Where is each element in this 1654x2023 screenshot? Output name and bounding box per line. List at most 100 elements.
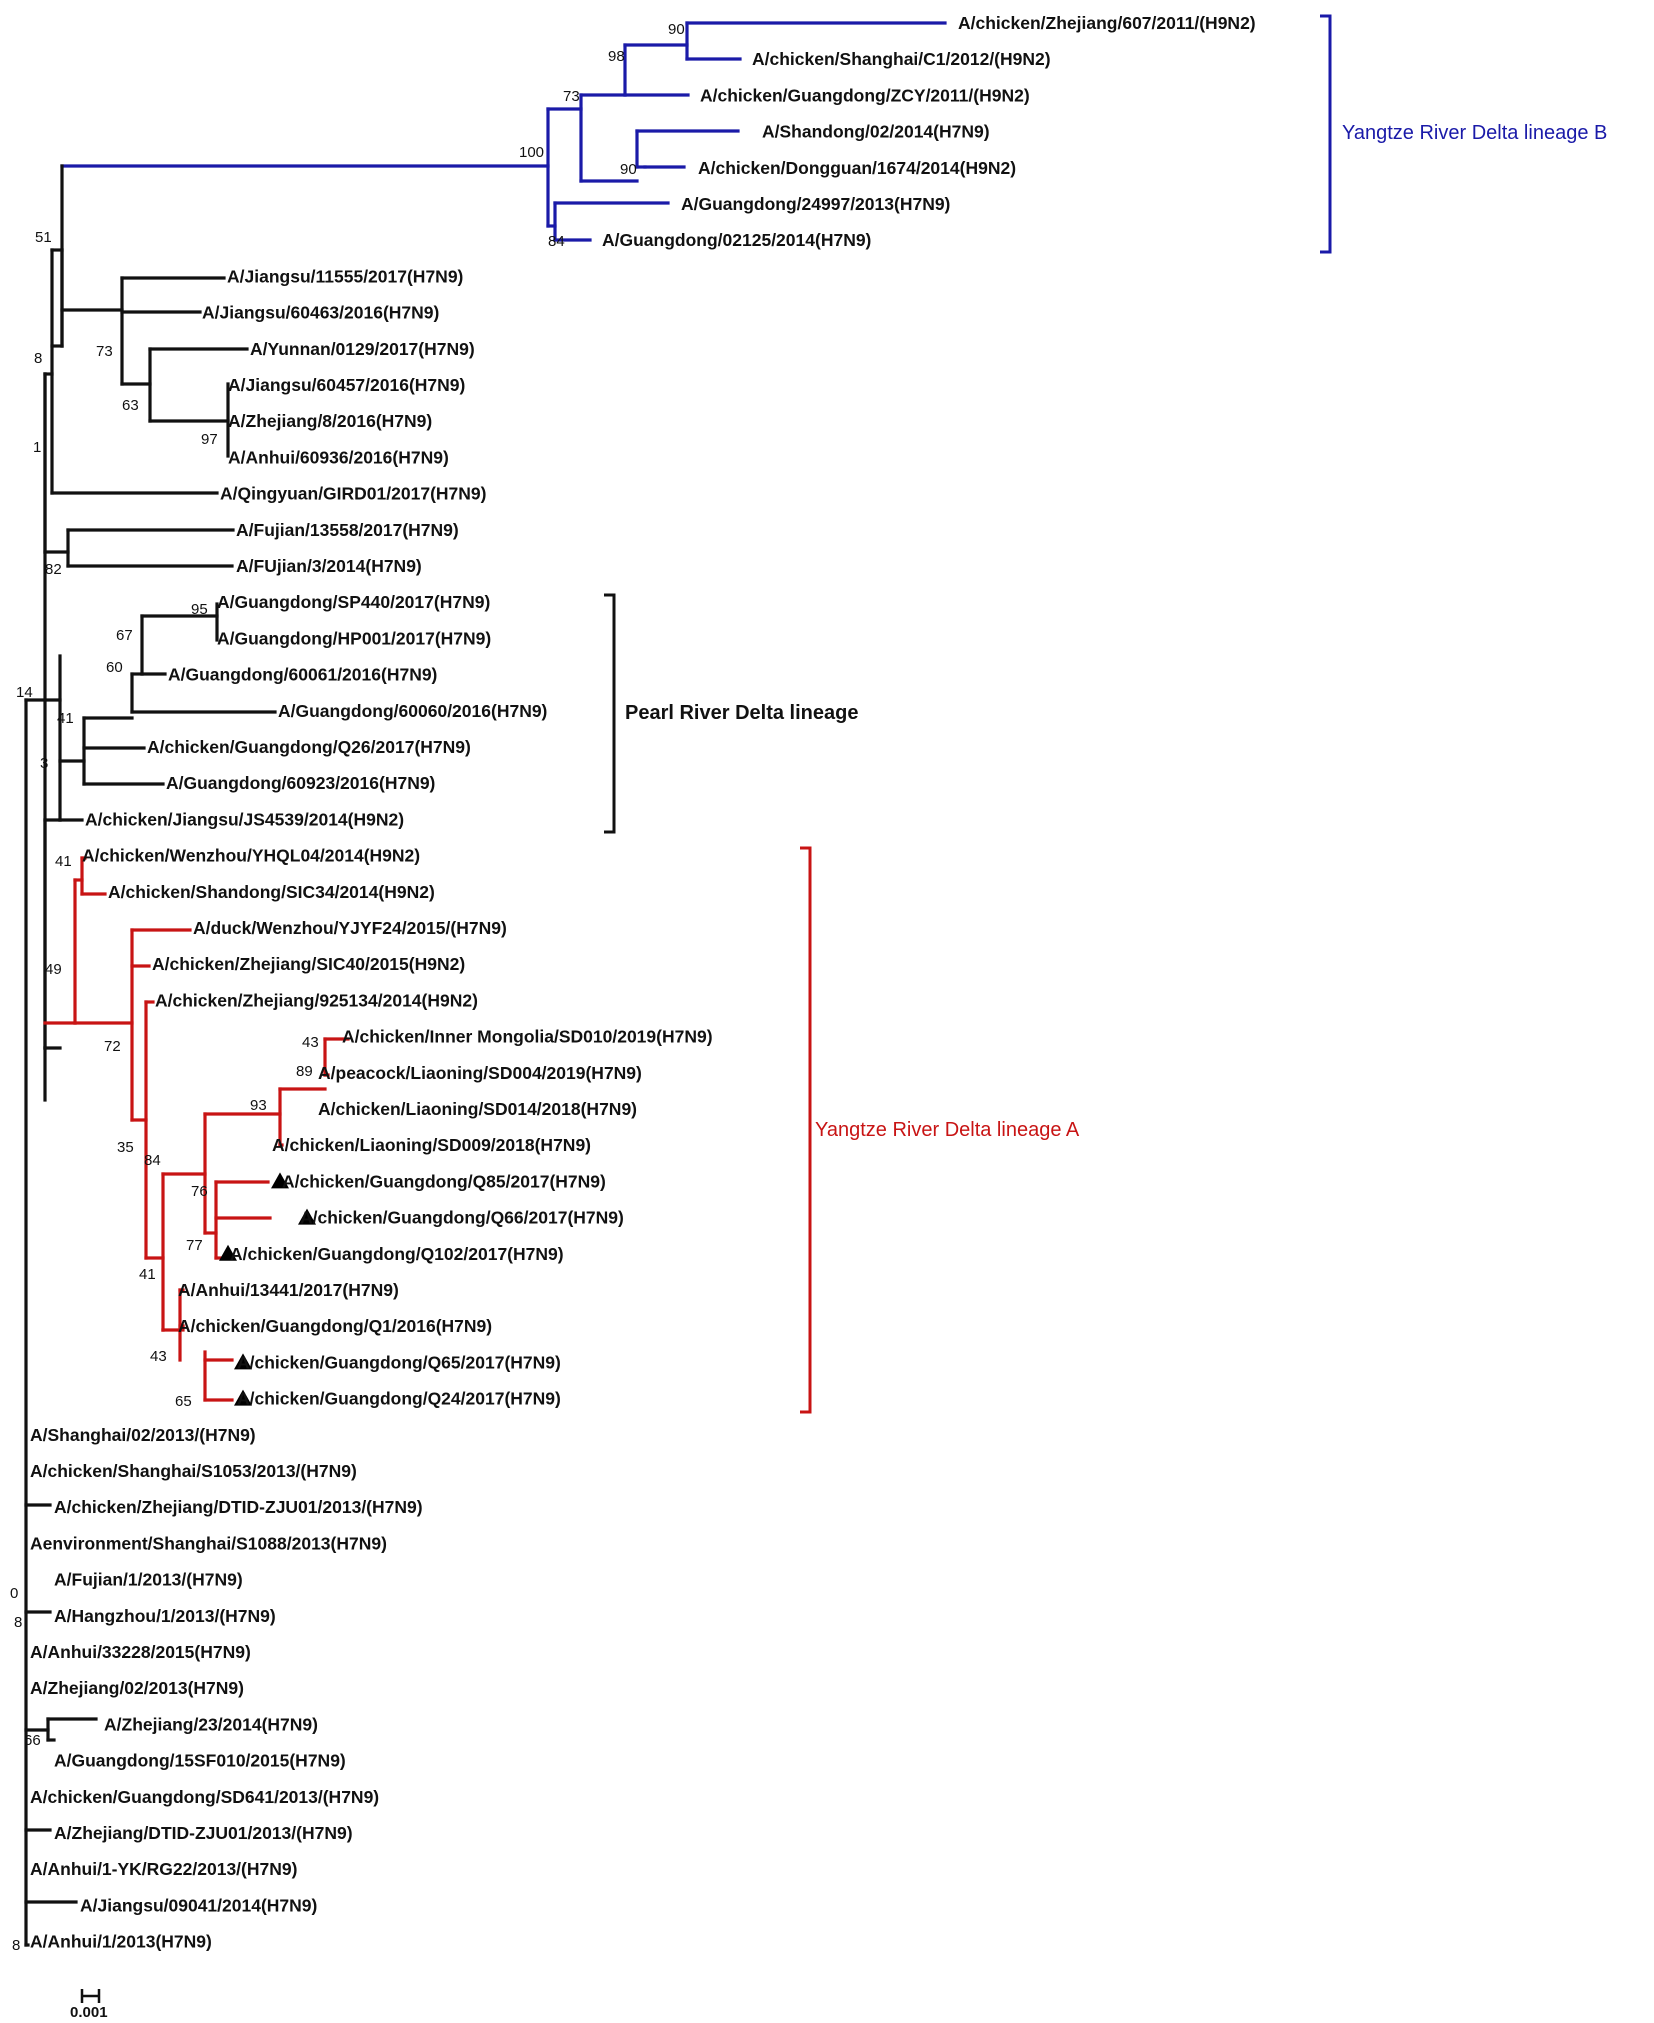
bootstrap-value: 1 <box>33 439 41 456</box>
clade-bracket-lineage-b: Yangtze River Delta lineage B <box>1320 14 1607 254</box>
leaf-label: A/Zhejiang/DTID-ZJU01/2013/(H7N9) <box>54 1823 353 1843</box>
leaf-label: A/Yunnan/0129/2017(H7N9) <box>250 339 475 359</box>
leaf-label: A/chicken/Guangdong/Q65/2017(H7N9) <box>237 1352 561 1372</box>
sample-markers <box>219 1172 316 1406</box>
tree-branches <box>24 21 947 1947</box>
leaf-label: A/Jiangsu/60457/2016(H7N9) <box>228 375 465 395</box>
bootstrap-value: 60 <box>106 659 123 676</box>
leaf-label: A/Guangdong/24997/2013(H7N9) <box>681 194 950 214</box>
bootstrap-value: 63 <box>122 397 139 414</box>
bootstrap-value: 8 <box>14 1614 22 1631</box>
leaf-label: A/duck/Wenzhou/YJYF24/2015/(H7N9) <box>193 918 507 938</box>
triangle-marker-icon <box>234 1353 252 1370</box>
leaf-label: A/chicken/Guangdong/Q66/2017(H7N9) <box>300 1208 624 1228</box>
leaf-label: A/Guangdong/15SF010/2015(H7N9) <box>54 1751 346 1771</box>
bootstrap-value: 41 <box>55 853 72 870</box>
leaf-label: A/Jiangsu/09041/2014(H7N9) <box>80 1895 317 1915</box>
leaf-label: A/Anhui/13441/2017(H7N9) <box>178 1280 399 1300</box>
leaf-label: A/chicken/Dongguan/1674/2014(H9N2) <box>698 158 1016 178</box>
bootstrap-value: 41 <box>57 710 74 727</box>
leaf-label: A/Anhui/1/2013(H7N9) <box>30 1932 212 1952</box>
bootstrap-value: 49 <box>45 961 62 978</box>
bootstrap-value: 67 <box>116 627 133 644</box>
leaf-labels: A/chicken/Zhejiang/607/2011/(H9N2)A/chic… <box>30 13 1256 1952</box>
leaf-label: A/Guangdong/60060/2016(H7N9) <box>278 701 547 721</box>
bootstrap-value: 14 <box>16 684 33 701</box>
leaf-label: A/Jiangsu/11555/2017(H7N9) <box>227 266 463 286</box>
bootstrap-value: 100 <box>519 144 544 161</box>
leaf-label: A/chicken/Zhejiang/925134/2014(H9N2) <box>155 990 478 1010</box>
leaf-label: A/Guangdong/SP440/2017(H7N9) <box>217 592 490 612</box>
leaf-label: A/chicken/Guangdong/ZCY/2011/(H9N2) <box>700 85 1030 105</box>
clade-label-lineage-b: Yangtze River Delta lineage B <box>1342 122 1607 144</box>
bootstrap-value: 3 <box>40 755 48 772</box>
leaf-label: A/chicken/Shanghai/C1/2012/(H9N2) <box>752 49 1051 69</box>
triangle-marker-icon <box>271 1172 289 1189</box>
bootstrap-value: 0 <box>10 1585 18 1602</box>
leaf-label: A/chicken/Liaoning/SD014/2018(H7N9) <box>318 1099 637 1119</box>
bootstrap-value: 76 <box>191 1183 208 1200</box>
bootstrap-value: 43 <box>150 1348 167 1365</box>
bootstrap-value: 51 <box>35 229 52 246</box>
bootstrap-value: 35 <box>117 1139 134 1156</box>
triangle-marker-icon <box>298 1208 316 1225</box>
bootstrap-value: 77 <box>186 1237 203 1254</box>
bootstrap-value: 82 <box>45 561 62 578</box>
leaf-label: A/Zhejiang/23/2014(H7N9) <box>104 1714 318 1734</box>
leaf-label: A/Anhui/1-YK/RG22/2013/(H7N9) <box>30 1859 297 1879</box>
leaf-label: A/chicken/Liaoning/SD009/2018(H7N9) <box>272 1135 591 1155</box>
bootstrap-value: 8 <box>12 1937 20 1954</box>
leaf-label: A/Zhejiang/8/2016(H7N9) <box>228 411 432 431</box>
leaf-label: A/chicken/Inner Mongolia/SD010/2019(H7N9… <box>342 1027 713 1047</box>
bootstrap-value: 72 <box>104 1038 121 1055</box>
leaf-label: A/Guangdong/HP001/2017(H7N9) <box>217 628 491 648</box>
triangle-marker-icon <box>219 1244 237 1261</box>
leaf-label: A/Zhejiang/02/2013(H7N9) <box>30 1678 244 1698</box>
leaf-label: A/Guangdong/02125/2014(H7N9) <box>602 230 871 250</box>
leaf-label: A/Shanghai/02/2013/(H7N9) <box>30 1425 256 1445</box>
leaf-label: A/Anhui/60936/2016(H7N9) <box>228 447 449 467</box>
bootstrap-value: 65 <box>175 1393 192 1410</box>
bootstrap-value: 93 <box>250 1097 267 1114</box>
bootstrap-value: 95 <box>191 601 208 618</box>
bootstrap-value: 73 <box>563 88 580 105</box>
leaf-label: A/peacock/Liaoning/SD004/2019(H7N9) <box>318 1063 642 1083</box>
leaf-label: A/Jiangsu/60463/2016(H7N9) <box>202 303 439 323</box>
leaf-label: A/Fujian/1/2013/(H7N9) <box>54 1570 243 1590</box>
leaf-label: Aenvironment/Shanghai/S1088/2013(H7N9) <box>30 1533 387 1553</box>
leaf-label: A/chicken/Guangdong/Q26/2017(H7N9) <box>147 737 471 757</box>
clade-label-lineage-a: Yangtze River Delta lineage A <box>815 1119 1080 1141</box>
scale-bar-label: 0.001 <box>70 2004 108 2021</box>
leaf-label: A/chicken/Zhejiang/SIC40/2015(H9N2) <box>152 954 465 974</box>
bootstrap-value: 98 <box>608 48 625 65</box>
clade-bracket-lineage-a: Yangtze River Delta lineage A <box>800 846 1080 1414</box>
bootstrap-labels: 9098731009084517386397182956760413144149… <box>10 21 685 1954</box>
bootstrap-value: 66 <box>24 1732 41 1749</box>
leaf-label: A/chicken/Wenzhou/YHQL04/2014(H9N2) <box>82 846 420 866</box>
leaf-label: A/chicken/Shandong/SIC34/2014(H9N2) <box>108 882 435 902</box>
triangle-marker-icon <box>234 1389 252 1406</box>
leaf-label: A/chicken/Guangdong/Q24/2017(H7N9) <box>237 1389 561 1409</box>
leaf-label: A/chicken/Shanghai/S1053/2013/(H7N9) <box>30 1461 357 1481</box>
scale-bar: 0.001 <box>70 1989 108 2021</box>
bootstrap-value: 8 <box>34 350 42 367</box>
leaf-label: A/FUjian/3/2014(H7N9) <box>236 556 422 576</box>
leaf-label: A/Anhui/33228/2015(H7N9) <box>30 1642 251 1662</box>
leaf-label: A/chicken/Zhejiang/DTID-ZJU01/2013/(H7N9… <box>54 1497 423 1517</box>
leaf-label: A/Fujian/13558/2017(H7N9) <box>236 520 459 540</box>
leaf-label: A/Guangdong/60061/2016(H7N9) <box>168 665 437 685</box>
leaf-label: A/chicken/Jiangsu/JS4539/2014(H9N2) <box>85 809 404 829</box>
leaf-label: A/chicken/Guangdong/SD641/2013/(H7N9) <box>30 1787 379 1807</box>
leaf-label: A/chicken/Guangdong/Q85/2017(H7N9) <box>282 1171 606 1191</box>
bootstrap-value: 84 <box>144 1152 161 1169</box>
bootstrap-value: 41 <box>139 1266 156 1283</box>
bootstrap-value: 97 <box>201 431 218 448</box>
clade-label-pearl: Pearl River Delta lineage <box>625 702 858 724</box>
leaf-label: A/chicken/Guangdong/Q1/2016(H7N9) <box>178 1316 492 1336</box>
bootstrap-value: 89 <box>296 1063 313 1080</box>
leaf-label: A/Hangzhou/1/2013/(H7N9) <box>54 1606 276 1626</box>
clade-bracket-pearl: Pearl River Delta lineage <box>604 593 858 834</box>
leaf-label: A/Qingyuan/GIRD01/2017(H7N9) <box>220 484 486 504</box>
leaf-label: A/Guangdong/60923/2016(H7N9) <box>166 773 435 793</box>
